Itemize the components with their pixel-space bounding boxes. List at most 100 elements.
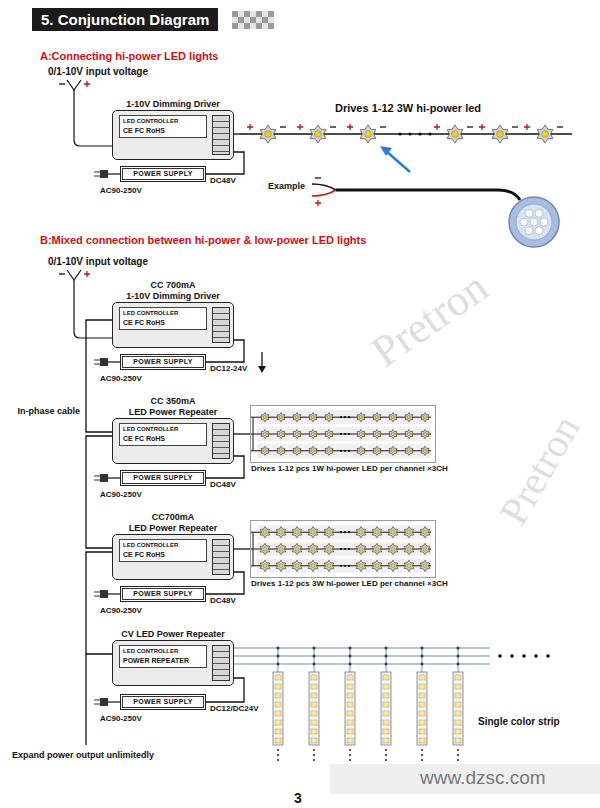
led-strip xyxy=(273,672,283,745)
controller-device: CC700mALED Power RepeaterLED CONTROLLERC… xyxy=(112,534,234,580)
led-symbol xyxy=(420,560,430,571)
bus-line xyxy=(234,656,490,657)
continuation-dot xyxy=(348,433,350,435)
led-symbol xyxy=(292,527,302,538)
section-heading: B:Mixed connection between hi-power & lo… xyxy=(40,234,366,247)
led-symbol xyxy=(372,527,382,538)
terminal-block xyxy=(212,115,230,155)
strip-led xyxy=(419,738,425,743)
led-lens xyxy=(359,547,363,551)
continuation-dot xyxy=(349,759,351,761)
title-checker xyxy=(256,11,262,17)
led-symbol xyxy=(447,125,463,143)
page-number: 3 xyxy=(294,790,302,806)
array-caption: Drives 1-12 pcs 3W hi-power LED per chan… xyxy=(251,579,448,588)
led-lens xyxy=(359,416,362,419)
led-symbol xyxy=(373,429,381,438)
strip-led xyxy=(275,738,281,743)
junction-dot xyxy=(457,655,460,658)
continuation-dot xyxy=(349,754,351,756)
led-symbol xyxy=(404,560,414,571)
title-checker xyxy=(250,23,256,29)
continuation-dot xyxy=(408,132,411,135)
input-wire xyxy=(74,90,112,146)
strip-led xyxy=(419,693,425,698)
lamp-led xyxy=(525,209,533,217)
strip-led xyxy=(419,711,425,716)
led-symbol xyxy=(277,429,285,438)
led-symbol xyxy=(537,125,553,143)
strip-led xyxy=(383,702,389,707)
led-lens xyxy=(423,530,427,534)
strip-drop xyxy=(422,648,423,672)
led-symbol xyxy=(276,543,286,554)
strip-led xyxy=(275,693,281,698)
led-lens xyxy=(375,416,378,419)
led-lens xyxy=(407,530,411,534)
strip-led xyxy=(347,702,353,707)
wire xyxy=(86,552,112,654)
led-symbol xyxy=(405,413,413,422)
power-supply-box: POWER SUPPLY xyxy=(120,470,206,486)
led-lens xyxy=(423,432,426,435)
continuation-dot xyxy=(457,759,459,761)
title-checker xyxy=(268,17,274,23)
led-strip xyxy=(309,672,319,745)
terminal-block xyxy=(212,423,230,459)
array-caption: Drives 1-12 pcs 1W hi-power LED per chan… xyxy=(251,464,448,473)
label-plate: LED CONTROLLERCE FC RoHS xyxy=(119,539,207,562)
plug-prong xyxy=(94,476,100,480)
continuation-dot xyxy=(421,759,423,761)
supply-label: POWER SUPPLY xyxy=(122,356,204,368)
watermark: www.dzsc.com xyxy=(420,767,546,789)
device-marking: LED CONTROLLER xyxy=(123,310,178,318)
strip-led xyxy=(275,702,281,707)
led-symbol xyxy=(324,543,334,554)
power-cord xyxy=(108,593,120,594)
plug-prong xyxy=(94,360,100,364)
led-lens xyxy=(391,432,394,435)
led-lens xyxy=(295,530,299,534)
continuation-dot xyxy=(344,565,346,567)
cascade-cable xyxy=(85,654,86,745)
device-title: LED Power Repeater xyxy=(83,523,263,533)
supply-voltage: AC90-250V xyxy=(100,374,142,383)
power-cord xyxy=(108,173,120,174)
led-lens xyxy=(311,547,315,551)
led-symbol xyxy=(260,125,276,143)
lamp-body xyxy=(509,197,559,247)
led-strip xyxy=(453,672,463,745)
plus-symbol xyxy=(479,124,485,130)
lamp-led xyxy=(520,218,528,226)
plug-body xyxy=(100,590,108,598)
continuation-dot xyxy=(313,749,315,751)
continuation-dot xyxy=(510,654,514,658)
continuation-dot xyxy=(277,749,279,751)
device-title: CC700mA xyxy=(83,512,263,522)
led-symbol xyxy=(277,413,285,422)
led-lens xyxy=(407,416,410,419)
edge-label: DC12-24V xyxy=(209,364,248,373)
input-fork xyxy=(67,270,81,280)
strip-led xyxy=(311,711,317,716)
continuation-dot xyxy=(340,416,342,418)
led-lens xyxy=(327,564,331,568)
minus-symbol xyxy=(512,126,518,127)
led-chain: Drives 1-12 3W hi-power led xyxy=(240,102,576,144)
led-lens xyxy=(375,432,378,435)
title-checker xyxy=(238,23,244,29)
strip-led xyxy=(455,711,461,716)
led-symbol xyxy=(389,429,397,438)
title-checker xyxy=(244,17,250,23)
strip-led xyxy=(383,738,389,743)
led-symbol xyxy=(277,446,285,455)
strip-led xyxy=(419,684,425,689)
continuation-dot xyxy=(340,450,342,452)
led-lens xyxy=(279,432,282,435)
strip-drop xyxy=(386,648,387,672)
led-symbol xyxy=(260,527,270,538)
strip-led xyxy=(383,729,389,734)
led-symbol xyxy=(293,413,301,422)
led-symbol xyxy=(405,446,413,455)
device-title: 1-10V Dimming Driver xyxy=(83,291,263,301)
